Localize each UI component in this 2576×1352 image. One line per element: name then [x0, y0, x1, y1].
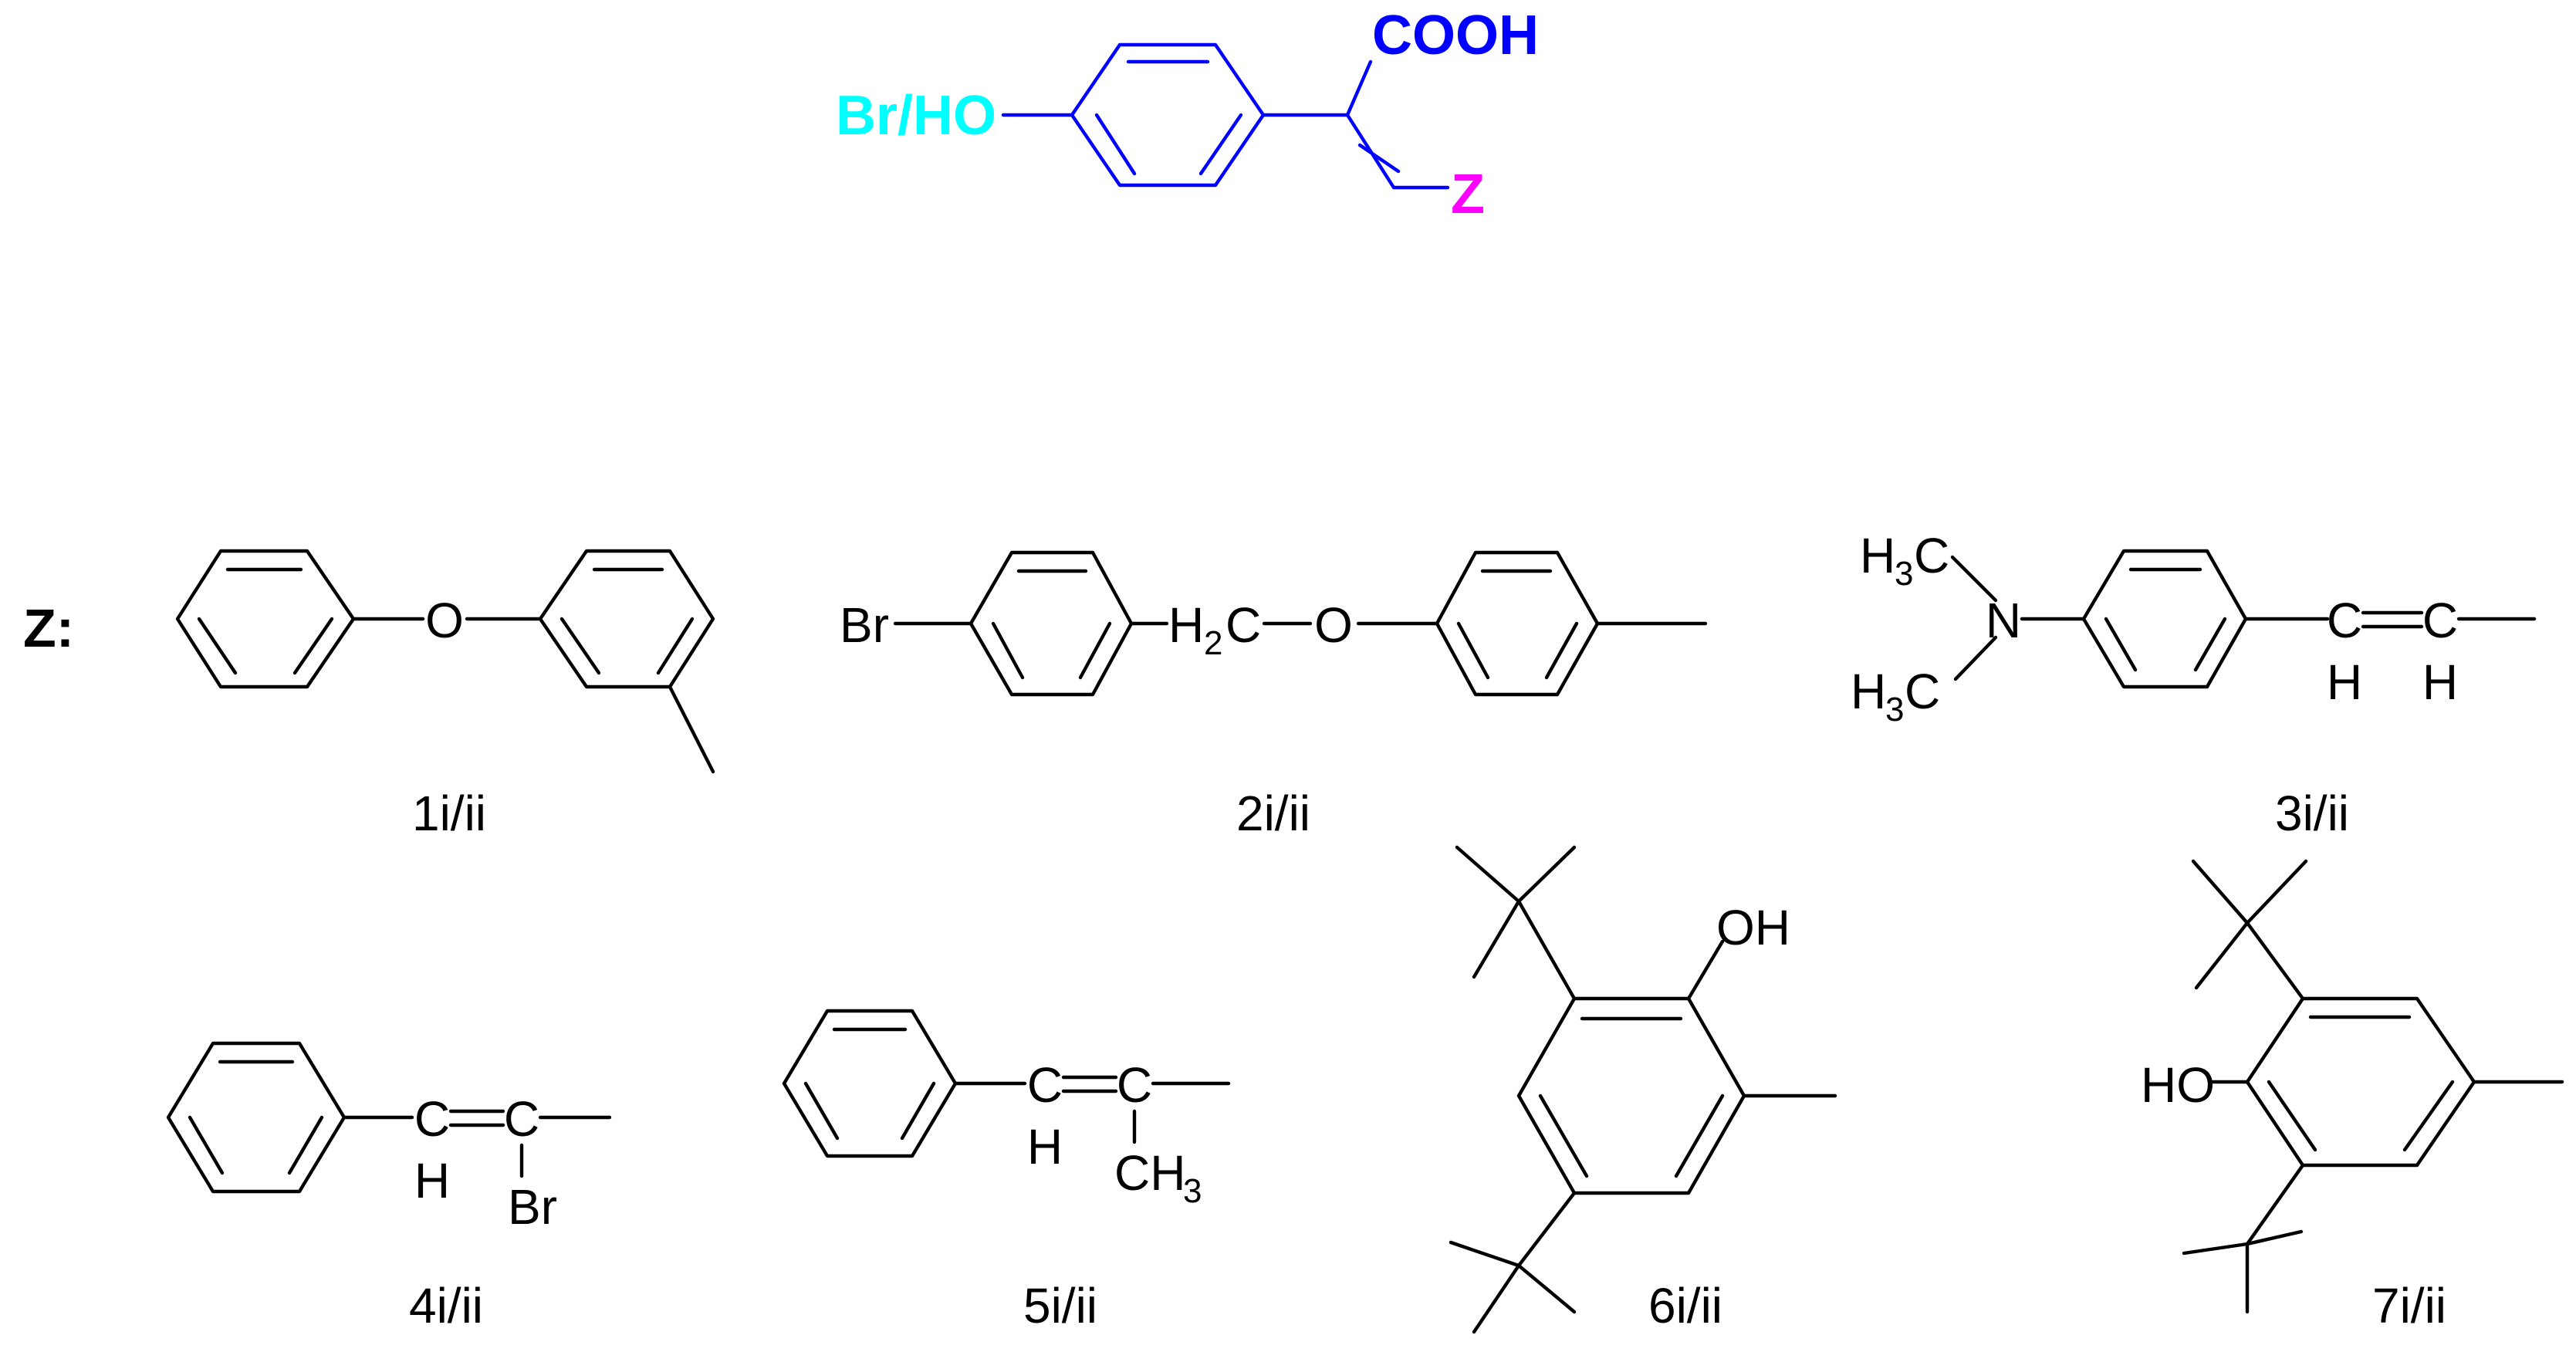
compound-4-bromine: Br: [508, 1179, 557, 1235]
compound-3-vinyl-c1: C: [2327, 593, 2362, 648]
core-vinyl-to-acid-bond: [1345, 59, 1373, 117]
compound-5-vinyl-c2: C: [1117, 1057, 1152, 1113]
compound-2-caption: 2i/ii: [1236, 786, 1310, 841]
compound-7-hydroxyl: HO: [2141, 1057, 2215, 1113]
compound-3-h3c-top-sub: 3: [1895, 555, 1913, 593]
compound-1-phenyl-ring: [175, 549, 356, 689]
compound-6-hydroxyl: OH: [1716, 900, 1790, 955]
compound-6-tbu-bottom: [1449, 1191, 1577, 1334]
compound-5-phenyl-ring: [782, 1009, 958, 1158]
compound-4-phenyl-inner-bonds: [188, 1060, 324, 1175]
compound-3: H 3 C N H 3 C C C H H 3i/ii: [1851, 528, 2537, 841]
compound-3-phenyl-inner-bonds: [2104, 567, 2227, 672]
compound-2-oxygen: O: [1314, 597, 1353, 653]
compound-1-aryl-inner-bonds: [559, 567, 695, 675]
core-ring-inner-bonds: [1094, 59, 1243, 176]
compound-4-caption: 4i/ii: [409, 1278, 483, 1333]
compound-1-aryl-ring: [538, 549, 715, 689]
core-vinyl-double-bond: [1345, 113, 1401, 190]
compound-2-tolyl-inner-bonds: [1456, 569, 1579, 680]
compound-7-caption: 7i/ii: [2372, 1278, 2446, 1333]
compound-3-n-methyl-bond-bottom: [1953, 635, 1998, 681]
compound-2-ch2-subscript: 2: [1204, 624, 1222, 662]
compound-3-h3c-bottom-sub: 3: [1885, 691, 1904, 728]
compound-4: C C H Br 4i/ii: [166, 1041, 612, 1333]
core-acid-label: COOH: [1372, 5, 1539, 66]
compound-3-caption: 3i/ii: [2275, 786, 2349, 841]
compound-2: Br H 2 C O 2i/ii: [840, 550, 1708, 841]
compound-5-ch3-ch: CH: [1114, 1145, 1185, 1201]
compound-3-vinyl-c2: C: [2422, 593, 2458, 648]
compound-1-phenyl-inner-bonds: [197, 567, 334, 675]
compound-3-vinyl-double-bond: [2361, 610, 2424, 629]
compound-5-vinyl-c1: C: [1027, 1057, 1063, 1113]
compound-2-bromophenyl-inner-bonds: [991, 569, 1112, 680]
compound-2-ch2-c: C: [1225, 597, 1261, 653]
compound-3-h3c-top-c: C: [1914, 528, 1949, 583]
compound-6-phenol-ring: [1516, 996, 1746, 1195]
compound-5-vinyl-h: H: [1027, 1119, 1063, 1175]
compound-4-vinyl-double-bond: [448, 1109, 505, 1127]
compound-6-phenol-inner-bonds: [1538, 1016, 1725, 1178]
core-z-label: Z: [1451, 164, 1485, 225]
compound-5-phenyl-inner-bonds: [803, 1027, 936, 1141]
compound-3-vinyl-h2: H: [2422, 654, 2458, 710]
compound-1: O 1i/ii: [175, 549, 715, 841]
compound-4-vinyl-c2: C: [504, 1091, 539, 1147]
compound-6-tbu-top: [1455, 845, 1577, 1001]
compound-6-c-oh-bond: [1686, 939, 1725, 1001]
compound-5-vinyl-double-bond: [1061, 1075, 1118, 1093]
compound-2-tolyl-ring: [1435, 550, 1600, 697]
compound-3-nitrogen: N: [1986, 593, 2021, 648]
compound-3-vinyl-h1: H: [2327, 654, 2362, 710]
compound-3-h3c-bottom-c: C: [1905, 664, 1940, 719]
compound-5-caption: 5i/ii: [1023, 1278, 1097, 1333]
compound-3-h3c-top-h: H: [1860, 528, 1895, 583]
compound-7-phenol-ring: [2245, 996, 2476, 1168]
compound-1-methyl-bond: [668, 684, 715, 774]
compound-1-caption: 1i/ii: [412, 786, 486, 841]
compound-4-vinyl-h: H: [414, 1153, 450, 1208]
compound-2-ch2-h: H: [1168, 597, 1204, 653]
compound-6-caption: 6i/ii: [1648, 1278, 1722, 1333]
compound-1-oxygen: O: [425, 593, 464, 648]
compound-7: HO 7i/ii: [2141, 859, 2564, 1333]
core-benzene-ring: [1070, 42, 1266, 188]
compound-2-bromine: Br: [840, 597, 889, 653]
compound-3-h3c-bottom-h: H: [1851, 664, 1886, 719]
compound-6: OH 6i/ii: [1449, 845, 1837, 1334]
compound-4-vinyl-c1: C: [414, 1091, 450, 1147]
compound-5-ch3-sub: 3: [1183, 1172, 1202, 1210]
compound-5: C C H CH 3 5i/ii: [782, 1009, 1231, 1333]
core-structure: Br/HO COOH Z: [836, 5, 1539, 225]
compound-4-phenyl-ring: [166, 1041, 347, 1194]
compound-7-tbu-top: [2191, 859, 2308, 1001]
compound-3-n-methyl-bond-top: [1950, 555, 1998, 603]
core-substituent-label: Br/HO: [836, 85, 996, 147]
compound-7-phenol-inner-bonds: [2267, 1015, 2455, 1152]
z-heading: Z:: [23, 598, 74, 658]
compound-3-phenyl-ring: [2081, 549, 2248, 689]
compound-7-tbu-bottom: [2182, 1163, 2305, 1314]
compound-2-bromophenyl-ring: [969, 550, 1134, 697]
